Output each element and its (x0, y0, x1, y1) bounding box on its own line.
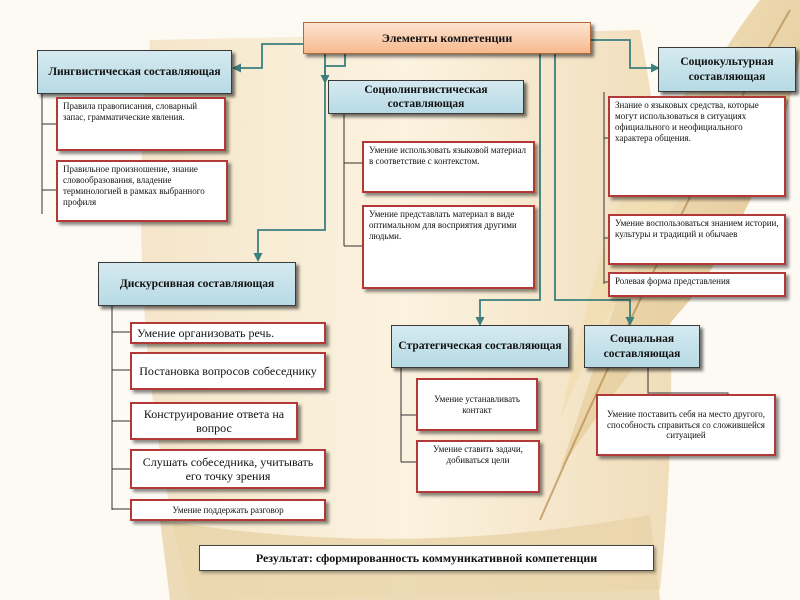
social-header: Социальная составляющая (584, 325, 700, 368)
strategic-header: Стратегическая составляющая (391, 325, 569, 368)
root-box: Элементы компетенции (303, 22, 591, 54)
linguistic-item-1: Правила правописания, словарный запас, г… (56, 97, 226, 151)
bracket-strategic (400, 368, 416, 463)
result-text: Результат: сформированность коммуникатив… (255, 550, 598, 565)
sociolinguistic-item-1: Умение использовать языковой материал в … (362, 141, 535, 193)
discursive-item-3: Конструирование ответа на вопрос (130, 402, 298, 440)
arrow-to-sociocultural (591, 39, 660, 73)
sociocultural-item-1: Знание о языковых средства, которые могу… (608, 96, 786, 197)
arrow-to-discursive (253, 54, 326, 262)
strategic-title: Стратегическая составляющая (398, 340, 562, 353)
sociolinguistic-title: Социолингвистическая составляющая (364, 83, 488, 110)
sociolinguistic-item-2: Умение представлать материал в виде опти… (362, 205, 535, 289)
sociocultural-header: Социокультурная составляющая (658, 47, 796, 92)
linguistic-item-2: Правильное произношение, знание словообр… (56, 160, 228, 222)
discursive-item-5: Умение поддержать разговор (130, 499, 326, 521)
bracket-sociocultural (603, 92, 608, 284)
discursive-item-4: Слушать собеседника, учитывать его точку… (130, 449, 326, 489)
strategic-item-1: Умение устанавливать контакт (416, 378, 538, 431)
social-title: Социальная составляющая (603, 333, 681, 360)
root-title: Элементы компетенции (381, 30, 513, 45)
sociolinguistic-header: Социолингвистическая составляющая (328, 80, 524, 114)
discursive-title: Дискурсивная составляющая (119, 277, 275, 290)
linguistic-header: Лингвистическая составляющая (37, 50, 232, 94)
sociocultural-item-2: Умение воспользоваться знанием истории, … (608, 214, 786, 265)
linguistic-title: Лингвистическая составляющая (48, 65, 221, 78)
result-box: Результат: сформированность коммуникатив… (199, 545, 654, 571)
arrow-to-social (554, 54, 635, 326)
sociocultural-title: Социокультурная составляющая (680, 56, 774, 83)
bracket-linguistic (41, 94, 56, 214)
sociocultural-item-3: Ролевая форма представления (608, 272, 786, 297)
social-item-1: Умение поставить себя на место другого, … (596, 394, 776, 456)
bracket-sociolinguistic (343, 114, 362, 247)
arrow-to-sociolinguistic (320, 54, 346, 84)
bracket-discursive (111, 306, 130, 510)
strategic-item-2: Умение ставить задачи, добиваться цели (416, 440, 540, 493)
discursive-item-1: Умение организовать речь. (130, 322, 326, 344)
discursive-header: Дискурсивная составляющая (98, 262, 296, 306)
arrow-to-linguistic (232, 43, 303, 73)
arrow-to-strategic (475, 54, 541, 326)
discursive-item-2: Постановка вопросов собеседнику (130, 352, 326, 390)
